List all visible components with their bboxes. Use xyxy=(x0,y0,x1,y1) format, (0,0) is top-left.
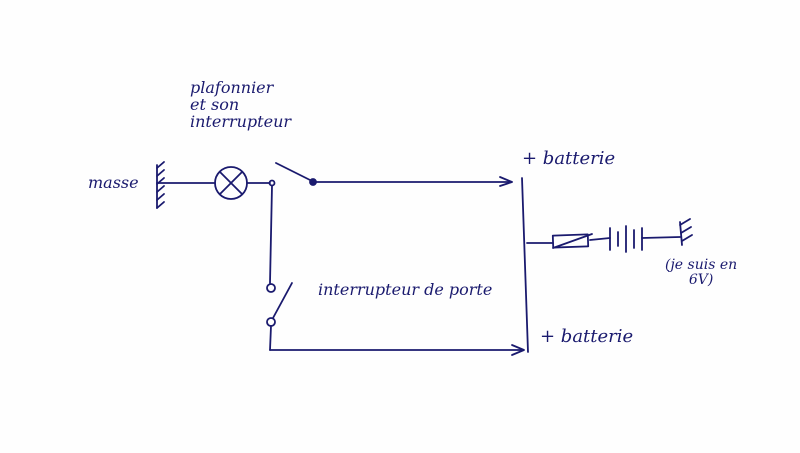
lamp-switch xyxy=(275,162,513,187)
voltage-note: (je suis en 6V) xyxy=(665,258,737,287)
ground-symbol-left xyxy=(156,161,216,209)
ground-label: masse xyxy=(88,173,139,192)
lamp-symbol xyxy=(214,166,276,200)
door-switch-label: interrupteur de porte xyxy=(318,280,493,299)
battery-top-label: + batterie xyxy=(522,148,616,169)
lamp-label-line: et son xyxy=(190,94,240,114)
voltage-note-line: 6V) xyxy=(688,271,714,288)
lamp-label-line: plafonnier xyxy=(190,78,274,97)
battery-bottom-label: + batterie xyxy=(540,326,634,347)
voltage-note-line: (je suis en xyxy=(665,257,738,273)
right-bus xyxy=(521,177,693,353)
lamp-label-line: interrupteur xyxy=(190,111,292,131)
door-switch xyxy=(266,185,525,356)
lamp-label: plafonnier et son interrupteur xyxy=(190,78,292,131)
